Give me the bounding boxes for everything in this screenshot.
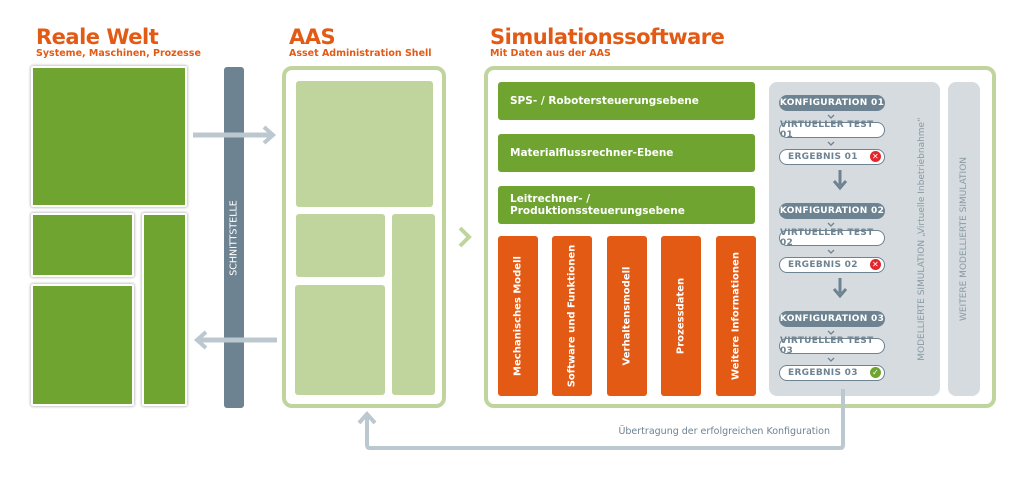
result-pill-03: ERGEBNIS 03✓ <box>779 365 885 381</box>
chevron-down-icon <box>827 141 835 146</box>
aas-block <box>296 214 385 277</box>
chevron-down-icon <box>827 330 835 335</box>
real-world-block <box>31 66 187 207</box>
transfer-label: Übertragung der erfolgreichen Konfigurat… <box>618 426 830 437</box>
result-pill-02: ERGEBNIS 02✕ <box>779 257 885 273</box>
real-world-title: Reale Welt <box>36 25 159 49</box>
result-pill-01: ERGEBNIS 01✕ <box>779 149 885 165</box>
fail-icon: ✕ <box>870 259 881 270</box>
data-column-further: Weitere Informationen <box>716 236 756 396</box>
test-pill-02: VIRTUELLER TEST 02 <box>779 228 885 248</box>
test-pill-03: VIRTUELLER TEST 03 <box>779 336 885 356</box>
interface-bar: SCHNITTSTELLE <box>224 67 244 408</box>
real-world-block <box>31 213 134 277</box>
real-world-block <box>142 213 187 406</box>
chevron-down-icon <box>827 222 835 227</box>
test-pill-01: VIRTUELLER TEST 01 <box>779 120 885 140</box>
aas-title: AAS <box>289 25 336 49</box>
data-column-label: Verhaltensmodell <box>621 266 633 366</box>
config-pill-01: KONFIGURATION 01 <box>779 95 885 111</box>
level-bar-sps: SPS- / Robotersteuerungsebene <box>498 82 755 120</box>
data-column-software: Software und Funktionen <box>552 236 592 396</box>
interface-arrows <box>193 125 277 350</box>
transfer-arrow <box>357 389 845 450</box>
chevron-down-icon <box>827 114 835 119</box>
level-bar-materialfluss: Materialflussrechner-Ebene <box>498 134 755 172</box>
config-pill-02: KONFIGURATION 02 <box>779 203 885 219</box>
aas-subtitle: Asset Administration Shell <box>289 48 432 59</box>
arrow-down-icon <box>833 170 847 191</box>
fail-icon: ✕ <box>870 151 881 162</box>
arrow-up-icon <box>357 410 377 425</box>
further-simulation-panel: WEITERE MODELLIERTE SIMULATION <box>948 82 980 396</box>
arrow-left-icon <box>193 330 277 350</box>
modelled-simulation-label: MODELLIERTE SIMULATION „Virtuelle Inbetr… <box>917 117 927 361</box>
arrow-down-icon <box>833 278 847 299</box>
data-column-mechanical: Mechanisches Modell <box>498 236 538 396</box>
further-simulation-label: WEITERE MODELLIERTE SIMULATION <box>959 156 969 322</box>
real-world-block <box>31 284 134 406</box>
aas-block <box>295 285 385 395</box>
data-column-label: Software und Funktionen <box>566 244 578 388</box>
aas-block <box>296 81 433 207</box>
simulation-title: Simulationssoftware <box>490 25 725 49</box>
chevron-right-icon <box>458 226 472 248</box>
chevron-down-icon <box>827 357 835 362</box>
data-column-label: Prozessdaten <box>675 277 687 355</box>
check-icon: ✓ <box>870 367 881 378</box>
real-world-subtitle: Systeme, Maschinen, Prozesse <box>36 48 201 59</box>
arrow-right-icon <box>193 125 277 145</box>
aas-block <box>392 214 435 395</box>
data-column-label: Mechanisches Modell <box>512 256 524 376</box>
level-bar-leitrechner: Leitrechner- / Produktionssteuerungseben… <box>498 186 755 224</box>
simulation-subtitle: Mit Daten aus der AAS <box>490 48 611 59</box>
chevron-down-icon <box>827 249 835 254</box>
data-column-process: Prozessdaten <box>661 236 701 396</box>
data-column-label: Weitere Informationen <box>730 252 742 380</box>
data-column-behaviour: Verhaltensmodell <box>607 236 647 396</box>
modelled-simulation-panel: MODELLIERTE SIMULATION „Virtuelle Inbetr… <box>769 82 940 396</box>
config-pill-03: KONFIGURATION 03 <box>779 311 885 327</box>
